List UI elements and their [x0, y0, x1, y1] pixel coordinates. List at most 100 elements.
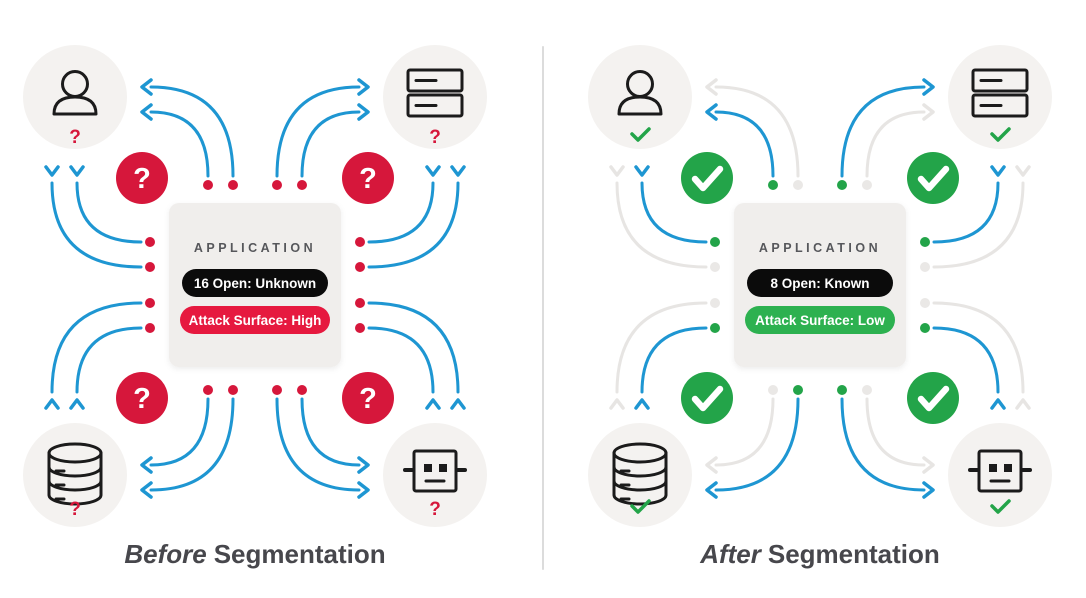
arrowhead-icon — [450, 398, 466, 410]
arrowhead-icon — [140, 481, 153, 499]
arrowhead-icon — [922, 78, 935, 96]
question-badge: ? — [342, 152, 394, 204]
connection-br-outer — [272, 385, 370, 499]
arrowhead-icon — [1015, 398, 1031, 410]
connection-br-outer — [837, 385, 935, 499]
server-node — [948, 45, 1052, 149]
connection-tl-outer — [705, 78, 803, 190]
question-badge: ? — [342, 372, 394, 424]
user-node — [588, 45, 692, 149]
port-dot — [710, 298, 720, 308]
port-dot — [862, 385, 872, 395]
connection-arc — [932, 181, 1000, 244]
entity-circle — [948, 423, 1052, 527]
connection-rt-outer — [920, 165, 1031, 272]
caption-rest: Segmentation — [214, 539, 386, 569]
server-icon — [971, 68, 1029, 118]
connection-arc — [50, 181, 143, 269]
connection-arc — [149, 85, 235, 178]
port-dot — [920, 237, 930, 247]
port-dot — [228, 180, 238, 190]
connection-arc — [300, 110, 361, 178]
arrowhead-icon — [990, 165, 1006, 177]
panel-divider — [542, 46, 544, 570]
port-dot — [837, 180, 847, 190]
connection-arc — [149, 397, 235, 492]
check-status-icon — [990, 127, 1011, 142]
question-glyph: ? — [359, 383, 377, 415]
connection-tr-inner — [862, 103, 935, 190]
arrowhead-icon — [705, 456, 718, 474]
connection-arc — [840, 85, 926, 178]
check-icon — [691, 165, 724, 192]
arrowhead-icon — [140, 78, 153, 96]
connection-lt-outer — [609, 165, 720, 272]
connection-rt-outer — [355, 165, 466, 272]
check-badge — [681, 372, 733, 424]
arrowhead-icon — [44, 398, 60, 410]
connection-lt-inner — [69, 165, 155, 247]
check-status-icon — [990, 499, 1011, 514]
connection-rb-inner — [355, 323, 441, 410]
connection-arc — [932, 181, 1025, 269]
connection-bl-inner — [140, 385, 213, 474]
connection-lb-inner — [634, 323, 720, 410]
port-dot — [710, 323, 720, 333]
robot-node: ? — [383, 423, 487, 527]
arrowhead-icon — [705, 103, 718, 121]
port-dot — [272, 180, 282, 190]
arrowhead-icon — [990, 398, 1006, 410]
open-ports-pill — [747, 269, 893, 297]
open-ports-label: 8 Open: Known — [771, 276, 870, 291]
connection-tr-outer — [272, 78, 370, 190]
connection-arc — [275, 397, 361, 492]
question-badge: ? — [116, 372, 168, 424]
connection-arc — [615, 301, 708, 394]
connection-arc — [615, 181, 708, 269]
question-glyph: ? — [133, 163, 151, 195]
arrowhead-icon — [450, 165, 466, 177]
connection-arc — [714, 397, 775, 467]
connection-arc — [75, 326, 143, 394]
connection-lt-inner — [634, 165, 720, 247]
arrowhead-icon — [357, 103, 370, 121]
connection-arc — [932, 301, 1025, 394]
database-node — [588, 423, 692, 527]
connection-bl-outer — [705, 385, 803, 499]
arrowhead-icon — [357, 78, 370, 96]
entity-circle — [948, 45, 1052, 149]
application-label: APPLICATION — [759, 241, 881, 255]
connection-tr-outer — [837, 78, 935, 190]
port-dot — [793, 180, 803, 190]
port-dot — [862, 180, 872, 190]
port-dot — [355, 323, 365, 333]
caption-rest: Segmentation — [768, 539, 940, 569]
arrowhead-icon — [357, 456, 370, 474]
arrowhead-icon — [609, 398, 625, 410]
user-node: ? — [23, 45, 127, 149]
port-dot — [145, 237, 155, 247]
connection-rb-outer — [920, 298, 1031, 410]
port-dot — [920, 262, 930, 272]
connection-arc — [865, 110, 926, 178]
robot-node — [948, 423, 1052, 527]
server-node: ? — [383, 45, 487, 149]
port-dot — [272, 385, 282, 395]
connection-arc — [149, 110, 210, 178]
connection-bl-inner — [705, 385, 778, 474]
attack-surface-label: Attack Surface: Low — [755, 313, 885, 328]
connection-lb-outer — [44, 298, 155, 410]
question-status-icon: ? — [69, 127, 81, 148]
port-dot — [203, 385, 213, 395]
port-dot — [920, 298, 930, 308]
connection-rb-inner — [920, 323, 1006, 410]
arrowhead-icon — [140, 456, 153, 474]
check-icon — [917, 385, 950, 412]
user-icon — [52, 70, 98, 116]
connection-arc — [75, 181, 143, 244]
